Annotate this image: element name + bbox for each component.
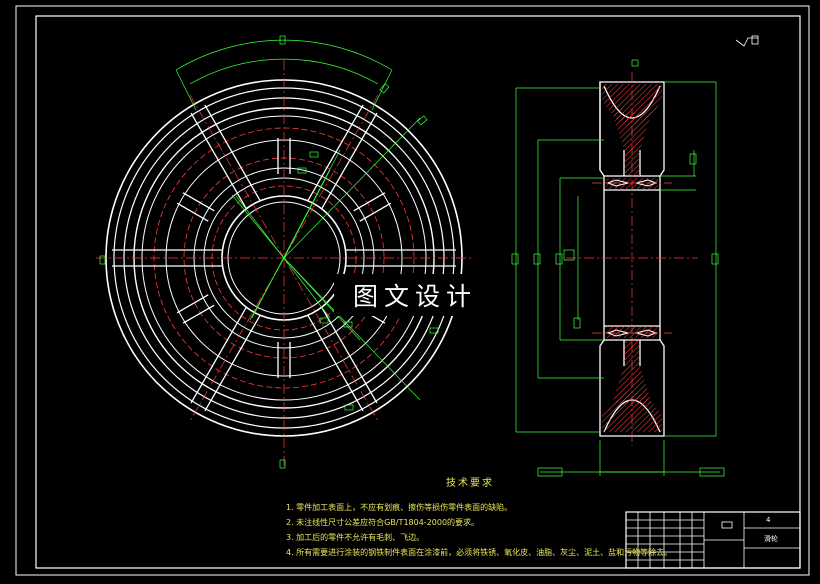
part-name: 滑轮 bbox=[764, 535, 778, 543]
title-block bbox=[625, 511, 801, 569]
watermark-text: 图文设计 bbox=[352, 282, 477, 311]
requirement-item: 1. 零件加工表面上，不应有划痕、擦伤等损伤零件表面的缺陷。 bbox=[286, 503, 513, 512]
title-block-cell: 4 bbox=[766, 516, 771, 524]
outer-border bbox=[15, 5, 810, 576]
requirement-item: 2. 未注线性尺寸公差应符合GB/T1804-2000的要求。 bbox=[286, 518, 480, 527]
inner-border bbox=[35, 15, 801, 569]
requirement-item: 3. 加工后的零件不允许有毛刺、飞边。 bbox=[286, 533, 425, 542]
section-view bbox=[511, 35, 759, 477]
requirement-item: 4. 所有需要进行涂装的钢铁制件表面在涂漆前，必须将铁锈、氧化皮、油脂、灰尘、泥… bbox=[286, 548, 673, 557]
technical-requirements-title: 技术要求 bbox=[446, 478, 494, 489]
front-view bbox=[96, 35, 472, 469]
watermark-box: 图文设计 bbox=[334, 274, 496, 316]
